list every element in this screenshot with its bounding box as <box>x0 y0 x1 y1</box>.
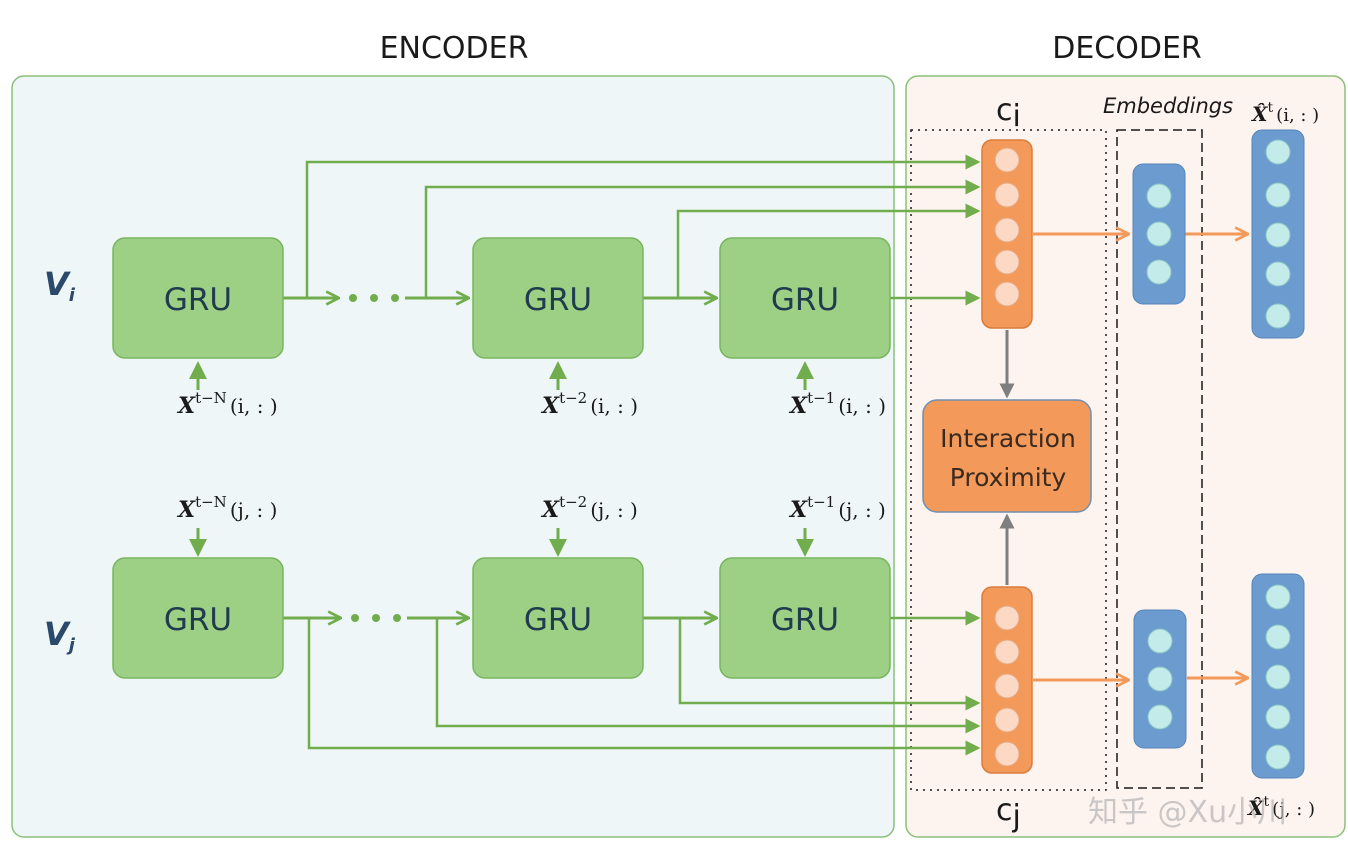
bottom-ellipsis <box>351 614 401 622</box>
gru-block: GRU <box>112 557 284 679</box>
gru-block: GRU <box>719 237 891 359</box>
gru-block: GRU <box>472 557 644 679</box>
gru-block: GRU <box>472 237 644 359</box>
decoder-title: DECODER <box>1052 31 1202 66</box>
input-label-bottom: Xt−N(j, : ) <box>176 493 277 523</box>
input-label-bottom: Xt−1(j, : ) <box>788 493 886 523</box>
input-label-bottom: Xt−2(j, : ) <box>540 493 638 523</box>
orange-arrows <box>1032 234 1247 680</box>
encoder-title: ENCODER <box>380 31 529 66</box>
bottom-skip-connections <box>307 610 981 756</box>
output-vector-j <box>1251 573 1305 779</box>
embedding-vector-i <box>1132 163 1186 305</box>
svg-text:GRU: GRU <box>164 282 232 318</box>
gru-block: GRU <box>112 237 284 359</box>
input-arrows <box>189 361 814 557</box>
node-label-vi: Vi <box>44 265 76 306</box>
top-ellipsis <box>349 294 399 302</box>
context-dotted-box <box>910 129 1107 791</box>
svg-text:GRU: GRU <box>524 282 592 318</box>
encoder-panel <box>11 75 895 838</box>
embedding-vector-j <box>1133 609 1187 749</box>
context-vector-ci <box>981 139 1033 329</box>
watermark: 知乎 @Xu小川 <box>1088 795 1287 830</box>
embeddings-label: Embeddings <box>1103 94 1233 118</box>
svg-text:GRU: GRU <box>524 602 592 638</box>
output-label-top: X̂t(i, : ) <box>1250 100 1319 126</box>
gru-block: GRU <box>719 557 891 679</box>
output-vector-i <box>1251 129 1305 339</box>
svg-text:GRU: GRU <box>771 282 839 318</box>
svg-text:Interaction: Interaction <box>940 424 1076 453</box>
embeddings-dashed-box <box>1116 129 1203 789</box>
node-label-vj: Vj <box>44 615 76 656</box>
top-skip-connections <box>305 154 981 306</box>
svg-text:Proximity: Proximity <box>950 463 1067 492</box>
input-label-top: Xt−N(i, : ) <box>176 389 278 419</box>
context-vector-cj <box>981 586 1033 774</box>
output-label-bottom: X̂t(j, : ) <box>1246 794 1315 820</box>
input-label-top: Xt−1(i, : ) <box>788 389 886 419</box>
interaction-proximity-box: Interaction Proximity <box>922 399 1092 513</box>
context-label-cj: cj <box>996 793 1021 834</box>
svg-text:GRU: GRU <box>164 602 232 638</box>
context-label-ci: ci <box>996 93 1021 134</box>
svg-text:GRU: GRU <box>771 602 839 638</box>
input-label-top: Xt−2(i, : ) <box>540 389 638 419</box>
